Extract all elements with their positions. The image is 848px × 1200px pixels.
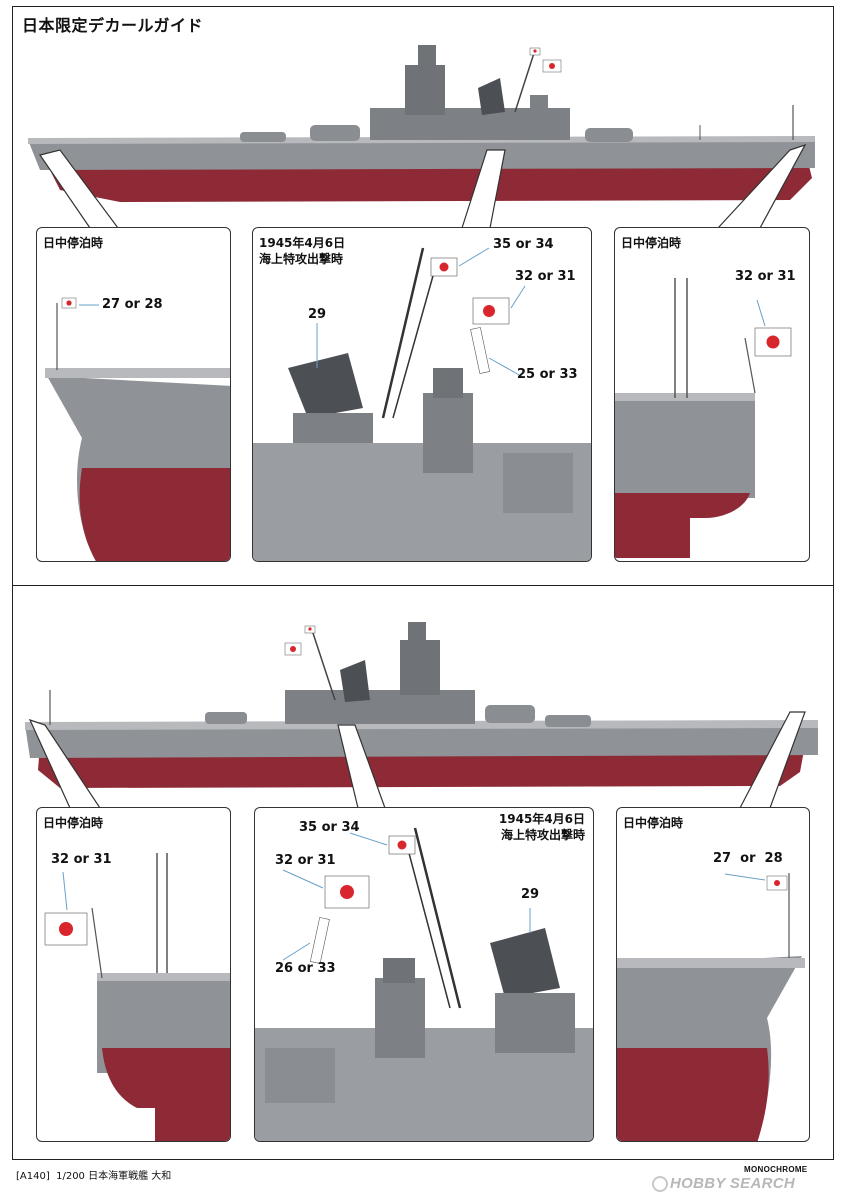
section-divider xyxy=(12,585,834,586)
callout-banner: 25 or 33 xyxy=(517,367,578,382)
panel-label: 海上特攻出撃時 xyxy=(500,828,585,842)
stern-illustration xyxy=(615,278,792,558)
callout-ensign: 32 or 31 xyxy=(275,853,336,868)
stern-illustration xyxy=(44,853,230,1141)
panel-top-center: 1945年4月6日 海上特攻出撃時 35 or 34 32 or 31 29 2… xyxy=(252,227,592,562)
product-code: [A140] xyxy=(16,1171,50,1182)
callout-funnel: 29 xyxy=(308,307,327,322)
superstructure-illustration xyxy=(253,247,591,561)
panel-bottom-right: 日中停泊時 27 or 28 xyxy=(616,807,810,1142)
panel-bottom-center: 1945年4月6日 海上特攻出撃時 35 or 34 32 or 31 29 2… xyxy=(254,807,594,1142)
panel-label: 日中停泊時 xyxy=(623,816,684,830)
panel-top-left: 日中停泊時 27 or 28 xyxy=(36,227,231,562)
panel-label: 日中停泊時 xyxy=(43,816,104,830)
product-title: 1/200 日本海軍戦艦 大和 xyxy=(56,1171,172,1182)
panel-top-right: 日中停泊時 32 or 31 xyxy=(614,227,810,562)
watermark-text: HOBBY SEARCH xyxy=(670,1175,796,1192)
callout-ensign: 32 or 31 xyxy=(515,269,576,284)
panel-label: 日中停泊時 xyxy=(43,236,104,250)
panel-bottom-left: 日中停泊時 32 or 31 xyxy=(36,807,231,1142)
panel-label: 海上特攻出撃時 xyxy=(259,252,344,266)
watermark-logo-icon xyxy=(652,1176,668,1192)
callout-mast-flag: 35 or 34 xyxy=(299,820,360,835)
panel-label: 日中停泊時 xyxy=(621,236,682,250)
callout-mast-flag: 35 or 34 xyxy=(493,237,554,252)
callout-ensign: 32 or 31 xyxy=(51,852,112,867)
callout-banner: 26 or 33 xyxy=(275,961,336,976)
footer-caption: [A140] 1/200 日本海軍戦艦 大和 xyxy=(16,1167,171,1182)
page-title: 日本限定デカールガイド xyxy=(22,16,204,35)
callout-flag: 27 or 28 xyxy=(713,851,783,866)
superstructure-illustration xyxy=(255,827,593,1141)
brand-name: MONOCHROME xyxy=(744,1165,808,1174)
callout-funnel: 29 xyxy=(521,887,540,902)
panel-date: 1945年4月6日 xyxy=(498,812,585,826)
panel-date: 1945年4月6日 xyxy=(259,236,346,250)
callout-flag: 27 or 28 xyxy=(102,297,163,312)
callout-ensign: 32 or 31 xyxy=(735,269,796,284)
bow-illustration xyxy=(45,297,230,561)
bow-illustration xyxy=(617,873,805,1141)
guide-sheet xyxy=(12,6,834,1160)
